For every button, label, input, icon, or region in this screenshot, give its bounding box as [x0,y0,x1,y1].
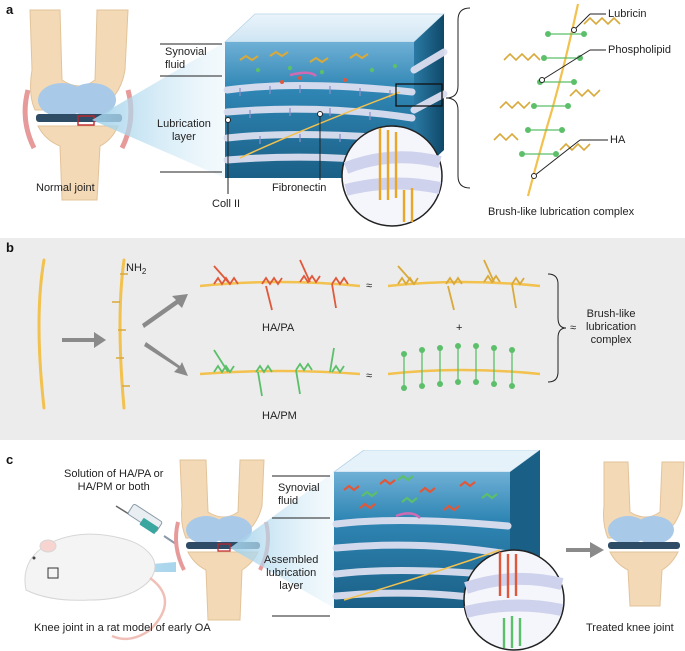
panel-c-callout-lines [272,475,330,617]
approx-pa: ≈ [366,280,373,292]
panel-a-letter: a [6,2,14,17]
brush-pm-illustration [387,343,541,391]
approx-pm: ≈ [366,370,373,382]
panel-a-callout-lines [160,7,471,194]
syringe-illustration [115,503,177,545]
treated-arrow [566,542,604,558]
normal-joint-label: Normal joint [36,182,95,194]
panel-c-illustration [24,450,685,651]
zoom-inset [341,125,443,227]
oa-joint-illustration [174,459,270,621]
ha-pa-label: HA/PA [262,322,295,334]
ha-pm-illustration [199,347,361,397]
approx-brush: ≈ [570,322,577,334]
brush-complex-label: Brush-like lubrication complex [586,308,637,346]
arrows [62,294,188,376]
panel-b-brace [547,273,567,383]
panel-a-synovial-fluid-label: Synovial fluid [165,46,207,71]
panel-a-lubrication-layer-label: Lubrication layer [157,118,211,143]
panel-c-letter: c [6,452,14,467]
ha-pm-label: HA/PM [262,410,297,422]
panel-a-illustration [22,3,621,227]
rat-caption: Knee joint in a rat model of early OA [34,622,211,634]
panel-b: b [0,238,685,440]
ha-label: HA [610,134,626,146]
nh2-label: NH2 [126,262,147,277]
ha-strand-raw [37,258,46,410]
rat-illustration [24,533,176,641]
panel-b-illustration [37,258,567,410]
normal-joint-illustration [22,9,134,201]
phospholipid-label: Phospholipid [608,44,671,56]
panel-c-synovial-fluid-label: Synovial fluid [278,482,320,507]
treated-joint-label: Treated knee joint [586,622,674,634]
brush-pa-illustration [387,259,541,311]
ha-pa-illustration [199,259,361,311]
panel-b-letter: b [6,240,14,255]
coll2-label: Coll II [212,198,241,210]
treated-joint-illustration [603,461,685,607]
panel-c: c [0,450,685,651]
panel-a: a [0,0,685,228]
assembled-layer-label: Assembled lubrication layer [264,554,319,592]
brush-complex-illustration [493,3,621,197]
fibronectin-label: Fibronectin [272,182,327,194]
zoom-inset-c [463,549,565,651]
brush-complex-caption: Brush-like lubrication complex [488,206,635,218]
plus-sign: + [456,322,463,334]
zoom-beam-c [230,472,334,608]
lubricin-label: Lubricin [608,8,647,20]
solution-label: Solution of HA/PA or HA/PM or both [64,468,164,493]
